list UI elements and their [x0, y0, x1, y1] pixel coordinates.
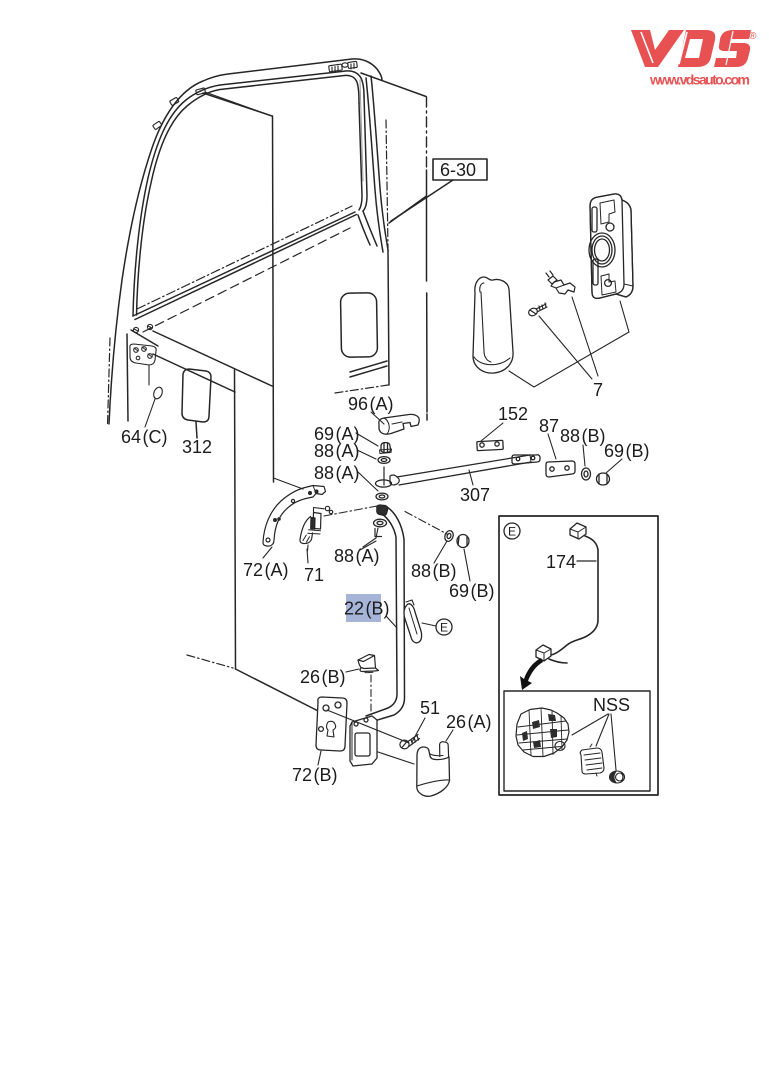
svg-text:69 (A): 69 (A)	[314, 424, 360, 444]
svg-text:152: 152	[498, 404, 528, 424]
svg-text:69 (B): 69 (B)	[604, 441, 650, 461]
svg-text:26 (B): 26 (B)	[300, 667, 346, 687]
svg-text:51: 51	[420, 698, 440, 718]
svg-text:®: ®	[749, 31, 757, 42]
svg-text:69 (B): 69 (B)	[449, 581, 495, 601]
svg-text:7: 7	[593, 380, 603, 400]
svg-text:22 (B): 22 (B)	[344, 599, 390, 619]
svg-text:71: 71	[304, 565, 324, 585]
svg-text:www.vdsauto.com: www.vdsauto.com	[649, 72, 750, 88]
svg-text:88 (A): 88 (A)	[314, 441, 360, 461]
svg-text:26 (A): 26 (A)	[446, 712, 492, 732]
svg-text:72 (B): 72 (B)	[292, 765, 338, 785]
svg-text:E: E	[508, 525, 516, 539]
svg-text:312: 312	[182, 437, 212, 457]
svg-text:6-30: 6-30	[440, 160, 476, 180]
svg-text:88 (A): 88 (A)	[314, 463, 360, 483]
svg-text:72 (A): 72 (A)	[243, 560, 289, 580]
svg-text:88 (B): 88 (B)	[560, 426, 606, 446]
svg-text:88 (B): 88 (B)	[411, 561, 457, 581]
svg-text:87: 87	[539, 416, 559, 436]
svg-text:64 (C): 64 (C)	[121, 427, 168, 447]
svg-text:307: 307	[460, 485, 490, 505]
svg-text:174: 174	[546, 552, 576, 572]
svg-text:NSS: NSS	[593, 695, 630, 715]
svg-text:96 (A): 96 (A)	[348, 394, 394, 414]
svg-text:E: E	[440, 621, 448, 635]
svg-text:88 (A): 88 (A)	[334, 546, 380, 566]
